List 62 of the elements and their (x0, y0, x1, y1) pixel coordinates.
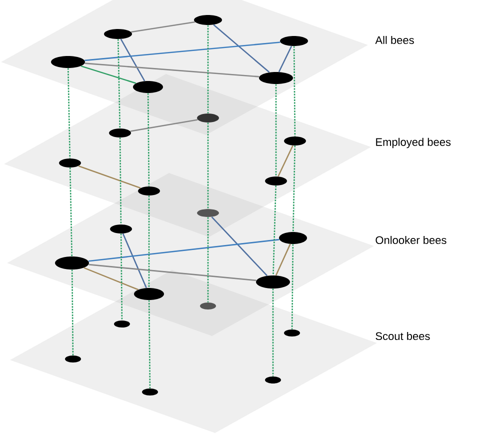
network-edge (80, 65, 136, 84)
network-edge (88, 264, 256, 282)
layer-link (292, 146, 296, 232)
network-edge (78, 165, 141, 189)
layer-link (207, 25, 209, 114)
layer-link (69, 168, 73, 256)
network-edge (84, 62, 260, 78)
network-node (279, 232, 307, 244)
layer-link (272, 288, 274, 376)
network-edge (84, 42, 280, 62)
layer-label: All bees (375, 36, 414, 44)
network-node (284, 136, 306, 146)
layer-link (293, 46, 296, 136)
network-node (197, 209, 219, 217)
network-edge (275, 244, 291, 276)
network-node (114, 320, 130, 328)
network-node (194, 15, 222, 25)
layer-link (291, 244, 294, 330)
network-node (142, 388, 158, 396)
network-node (134, 288, 164, 300)
layer-link (67, 68, 71, 158)
network-node (55, 256, 89, 270)
network-edge (213, 24, 270, 73)
network-node (109, 128, 131, 138)
network-node (110, 224, 132, 234)
network-node (65, 356, 81, 362)
network-edge (278, 145, 294, 177)
network-node (265, 176, 287, 186)
layer-label: Employed bees (376, 138, 451, 148)
network-edge (278, 46, 292, 72)
layer-link (272, 186, 276, 276)
layer-link (147, 93, 150, 186)
layer-link (71, 270, 74, 356)
layer-link (117, 39, 121, 128)
network-node (51, 56, 85, 68)
layer-link (120, 234, 123, 320)
network-node (59, 158, 81, 168)
layer-link (148, 196, 150, 288)
network-node (200, 302, 216, 310)
layer-link (148, 300, 151, 388)
network-node (265, 376, 281, 384)
network-edge (130, 119, 198, 132)
network-edge (84, 267, 138, 290)
network-node (197, 114, 219, 122)
network-edge (120, 38, 146, 82)
layer-label: Onlooker bees (376, 236, 446, 244)
network-node (280, 36, 308, 46)
network-edge (88, 238, 280, 262)
network-node (284, 330, 300, 336)
layer-link (207, 122, 209, 209)
network-node (104, 29, 132, 39)
network-edge (211, 216, 268, 276)
layer-label: Scout bees (376, 332, 430, 340)
layer-link (275, 84, 277, 176)
layer-link (207, 217, 209, 302)
network-edge (122, 233, 147, 288)
layer-link (119, 138, 122, 224)
network-node (138, 186, 160, 196)
network-edge (130, 21, 196, 33)
network-node (133, 81, 163, 93)
network-node (256, 276, 290, 288)
network-node (259, 72, 293, 84)
